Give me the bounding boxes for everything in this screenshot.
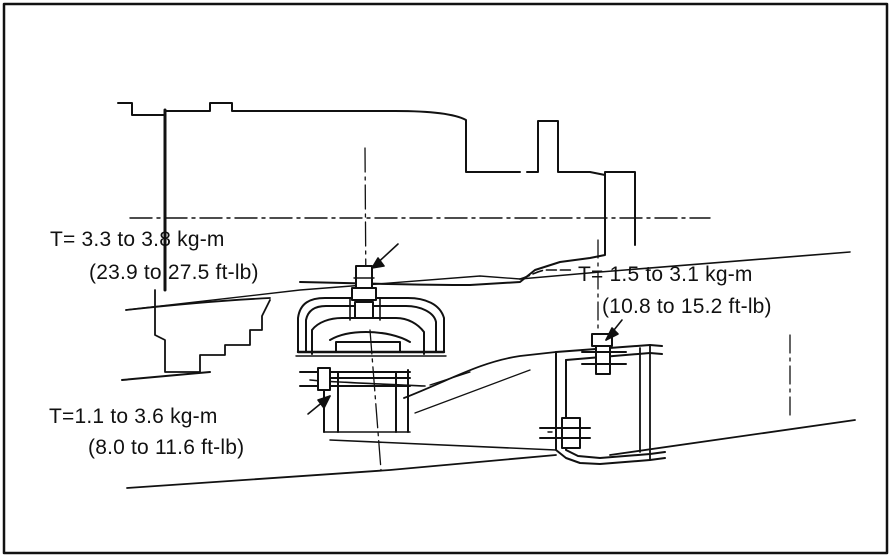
leader-lower-arrowhead (317, 395, 331, 409)
lower-bolt-imperial: (8.0 to 11.6 ft-lb) (88, 436, 245, 459)
leader-frame-arrowhead (605, 327, 619, 341)
upper-bolt-torque: T= 3.3 to 3.8 kg-m (50, 228, 225, 251)
frame-bracket (539, 333, 666, 465)
engine-outline (117, 102, 791, 471)
leader-dash (519, 269, 573, 280)
frame-bolt-imperial: (10.8 to 15.2 ft-lb) (602, 295, 772, 318)
leader-lines (307, 243, 623, 415)
leader-upper-arrowhead (371, 257, 385, 269)
frame-bolt-torque: T= 1.5 to 3.1 kg-m (578, 263, 753, 286)
upper-bolt-imperial: (23.9 to 27.5 ft-lb) (89, 261, 259, 284)
lower-bolt-torque: T=1.1 to 3.6 kg-m (49, 405, 218, 428)
